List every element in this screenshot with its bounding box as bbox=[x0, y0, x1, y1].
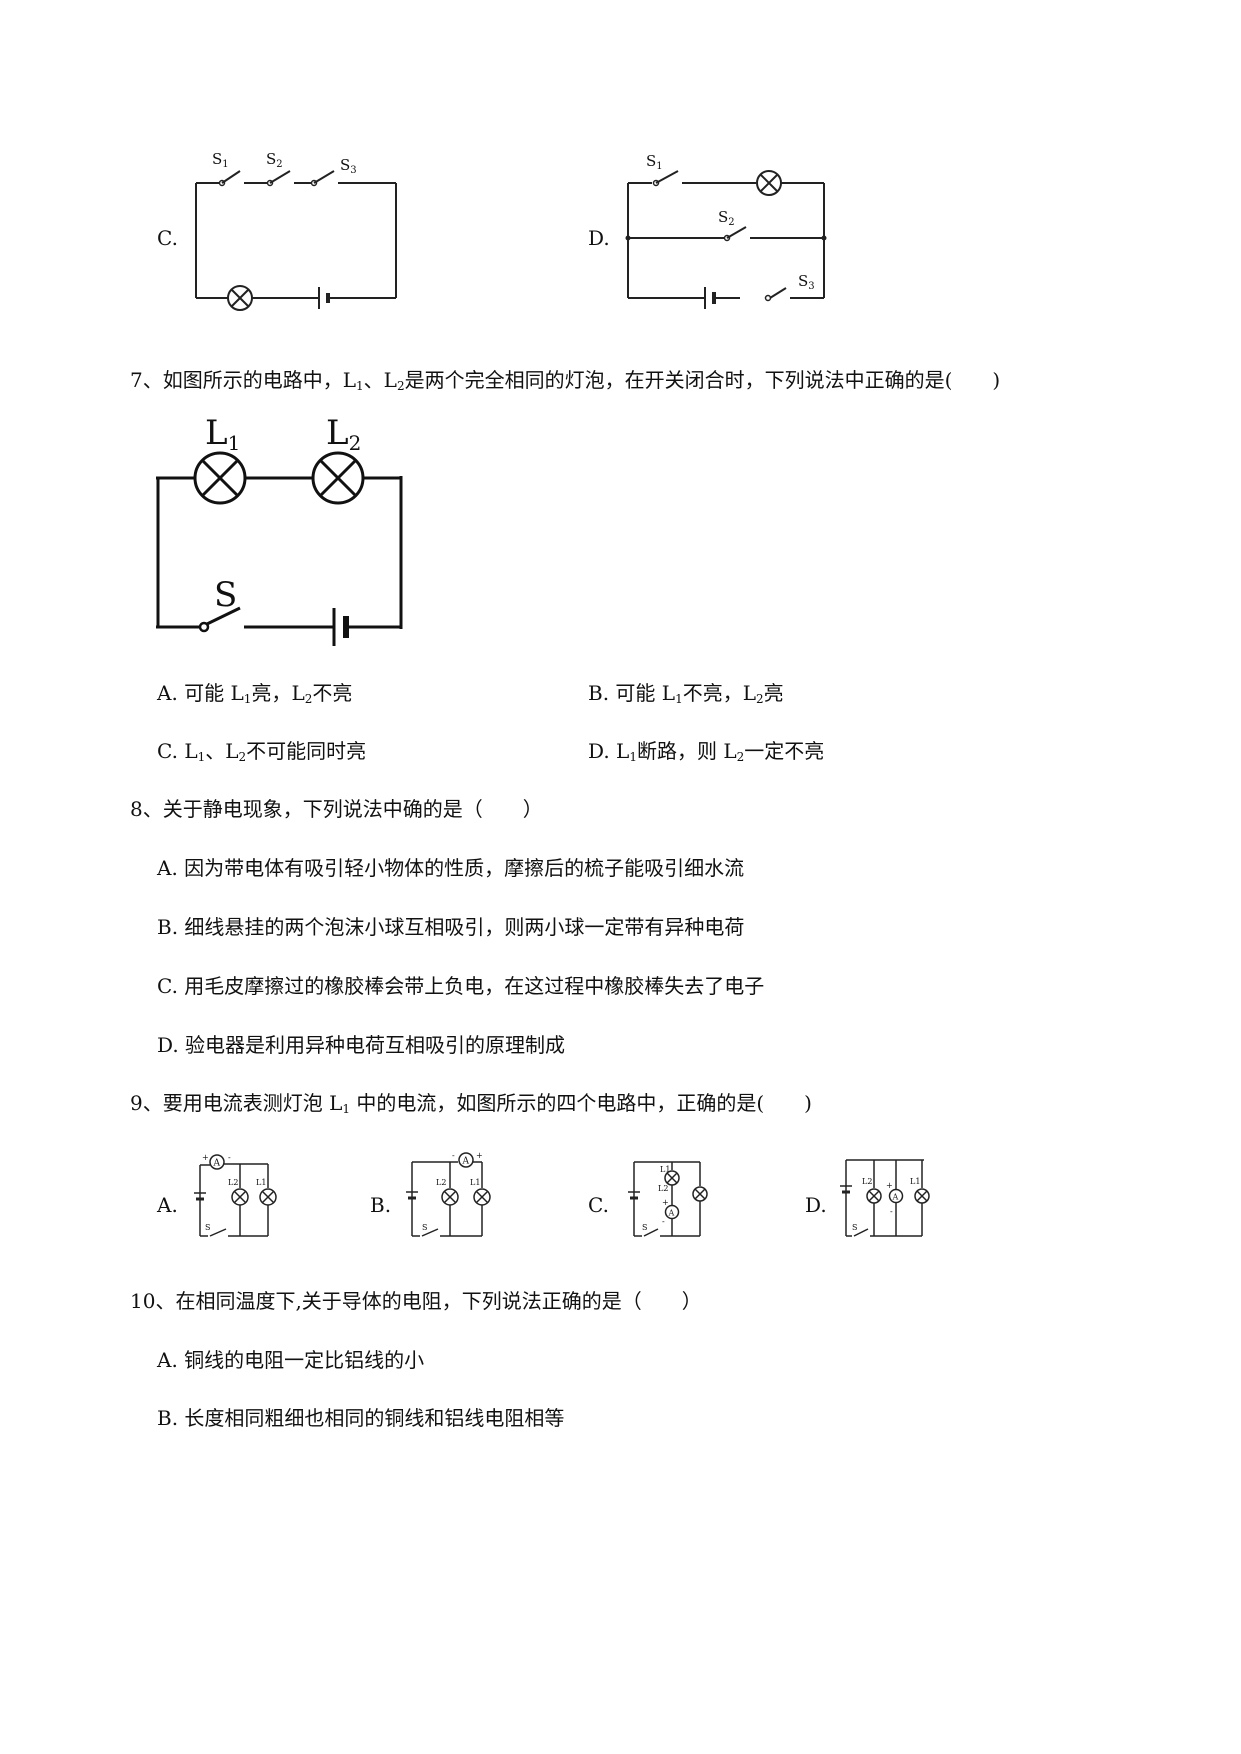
lamp-l1-icon bbox=[193, 451, 247, 505]
svg-text:L1: L1 bbox=[470, 1178, 480, 1187]
svg-text:S: S bbox=[422, 1223, 427, 1232]
battery-icon bbox=[704, 287, 716, 309]
lamp-icon bbox=[227, 285, 253, 311]
svg-text:S: S bbox=[852, 1223, 857, 1232]
svg-text:A: A bbox=[892, 1193, 899, 1202]
c-s2-label: S2 bbox=[266, 150, 283, 170]
q8-stem: 8、关于静电现象，下列说法中确的是（ ） bbox=[130, 797, 543, 821]
fig-l1-label: L1 bbox=[205, 413, 240, 455]
svg-text:+: + bbox=[886, 1181, 893, 1190]
svg-text:L1: L1 bbox=[910, 1177, 920, 1186]
svg-text:L1: L1 bbox=[256, 1178, 266, 1187]
q10-option-a: A. 铜线的电阻一定比铝线的小 bbox=[157, 1348, 425, 1372]
svg-text:+: + bbox=[476, 1151, 483, 1160]
svg-text:A: A bbox=[462, 1157, 470, 1167]
lamp-icon bbox=[756, 170, 782, 196]
q7-option-c: C. L1、L2不可能同时亮 bbox=[157, 739, 367, 764]
switch-s-icon bbox=[198, 606, 241, 633]
q6-option-d-label: D. bbox=[588, 226, 610, 250]
svg-text:-: - bbox=[662, 1217, 665, 1226]
q8-option-a: A. 因为带电体有吸引轻小物体的性质，摩擦后的梳子能吸引细水流 bbox=[157, 856, 745, 880]
c-s1-label: S1 bbox=[212, 150, 229, 170]
q6-circuit-d: S1 S2 S3 bbox=[625, 152, 827, 309]
d-s3-label: S3 bbox=[798, 272, 815, 292]
battery-icon bbox=[318, 287, 330, 309]
svg-text:L2: L2 bbox=[658, 1184, 668, 1193]
q7-circuit: L1 L2 S bbox=[156, 413, 403, 646]
svg-text:L2: L2 bbox=[228, 1178, 238, 1187]
svg-text:L1: L1 bbox=[660, 1165, 670, 1174]
q8-option-c: C. 用毛皮摩擦过的橡胶棒会带上负电，在这过程中橡胶棒失去了电子 bbox=[157, 974, 765, 998]
q10-stem: 10、在相同温度下,关于导体的电阻，下列说法正确的是（ ） bbox=[130, 1289, 702, 1313]
ammeter-icon bbox=[458, 1152, 474, 1168]
svg-text:S: S bbox=[642, 1223, 647, 1232]
d-s1-label: S1 bbox=[646, 152, 663, 172]
svg-text:-: - bbox=[452, 1151, 455, 1160]
q9-option-d-label: D. bbox=[805, 1193, 827, 1217]
lamp-l2-icon bbox=[311, 451, 365, 505]
svg-text:S: S bbox=[205, 1223, 210, 1232]
fig-s-label: S bbox=[214, 575, 237, 615]
q6-option-c-label: C. bbox=[157, 226, 178, 250]
svg-text:L2: L2 bbox=[436, 1178, 446, 1187]
q7-option-b: B. 可能 L1不亮，L2亮 bbox=[588, 681, 784, 706]
q9-circuit-b: A - + L2 L1 S bbox=[406, 1151, 491, 1237]
q9-circuit-d: A + - L2 L1 S bbox=[840, 1159, 930, 1237]
q9-option-a-label: A. bbox=[157, 1193, 178, 1217]
q7-option-a: A. 可能 L1亮，L2不亮 bbox=[157, 681, 353, 706]
c-s3-label: S3 bbox=[340, 156, 357, 176]
d-s2-label: S2 bbox=[718, 208, 735, 228]
svg-text:+: + bbox=[202, 1153, 209, 1162]
svg-text:L2: L2 bbox=[862, 1177, 872, 1186]
q9-circuit-a: A + - L2 L1 S bbox=[194, 1153, 277, 1237]
q6-circuit-c: S1 S2 S3 bbox=[195, 150, 397, 311]
q10-option-b: B. 长度相同粗细也相同的铜线和铝线电阻相等 bbox=[157, 1406, 565, 1430]
svg-text:A: A bbox=[668, 1209, 675, 1218]
svg-text:-: - bbox=[228, 1153, 231, 1162]
q8-option-b: B. 细线悬挂的两个泡沫小球互相吸引，则两小球一定带有异种电荷 bbox=[157, 915, 745, 939]
q9-option-c-label: C. bbox=[588, 1193, 609, 1217]
ammeter-icon bbox=[209, 1154, 225, 1170]
q7-option-d: D. L1断路，则 L2一定不亮 bbox=[588, 739, 825, 764]
svg-text:+: + bbox=[662, 1198, 669, 1207]
svg-text:-: - bbox=[890, 1207, 893, 1216]
fig-l2-label: L2 bbox=[326, 413, 361, 455]
q9-option-b-label: B. bbox=[370, 1193, 392, 1217]
q9-stem: 9、要用电流表测灯泡 L1 中的电流，如图所示的四个电路中，正确的是( ) bbox=[130, 1091, 812, 1116]
svg-text:A: A bbox=[213, 1159, 221, 1169]
ammeter-icon bbox=[888, 1188, 904, 1204]
q8-option-d: D. 验电器是利用异种电荷互相吸引的原理制成 bbox=[157, 1033, 566, 1057]
q7-stem: 7、如图所示的电路中，L1、L2是两个完全相同的灯泡，在开关闭合时，下列说法中正… bbox=[130, 368, 1001, 393]
battery-icon bbox=[332, 608, 349, 646]
